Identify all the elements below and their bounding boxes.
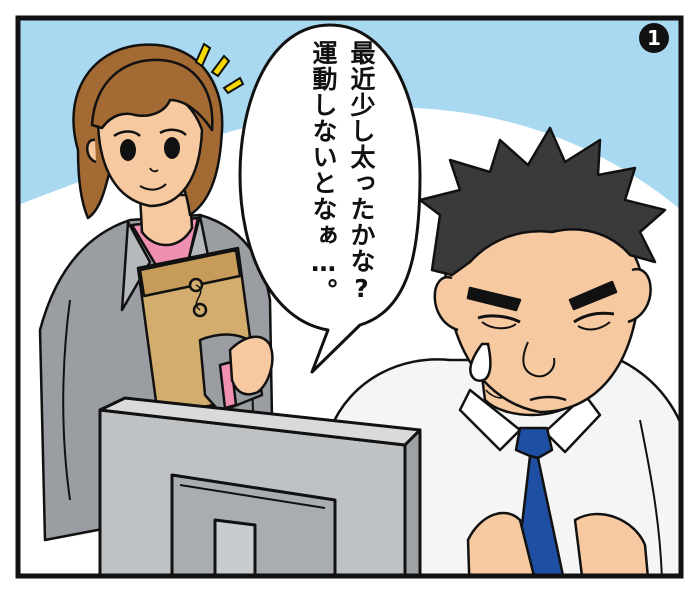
surprise-marks-icon	[194, 42, 245, 95]
speech-bubble	[238, 23, 422, 374]
man-character	[328, 126, 681, 576]
sweat-drop-icon	[469, 342, 492, 382]
panel-number-badge: 1	[639, 23, 669, 53]
speech-line-1: 最近少し太ったかな?	[347, 40, 376, 304]
speech-line-2: 運動しないとなぁ…。	[309, 40, 338, 304]
computer-monitor	[98, 396, 422, 576]
panel-border	[15, 15, 684, 579]
